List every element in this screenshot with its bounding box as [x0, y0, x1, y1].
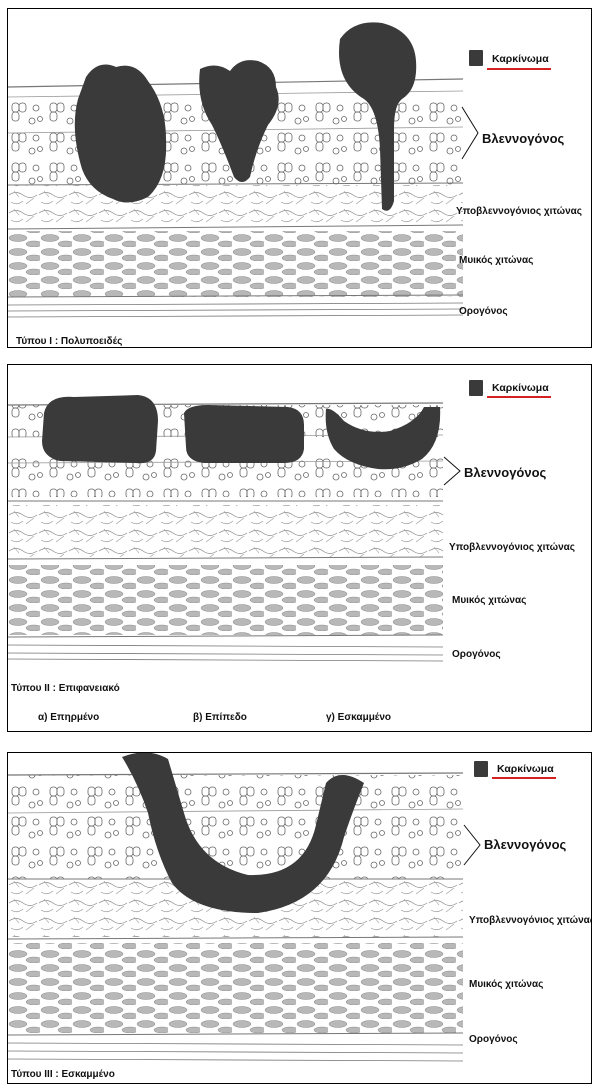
label-serosa: Ορογόνος	[469, 1034, 518, 1045]
panel-type-2: Καρκίνωμα Βλεννογόνος Υποβλεννογόνιος χι…	[7, 364, 592, 732]
subtype-flat: β) Επίπεδο	[193, 712, 247, 723]
legend-label: Καρκίνωμα	[492, 382, 549, 394]
carcinoma-swatch	[469, 50, 483, 66]
legend-label: Καρκίνωμα	[492, 53, 549, 65]
label-serosa: Ορογόνος	[452, 649, 501, 660]
label-mucosa: Βλεννογόνος	[484, 837, 566, 852]
legend-label: Καρκίνωμα	[497, 763, 554, 775]
legend-underline	[492, 777, 556, 779]
carcinoma-swatch	[474, 761, 488, 777]
legend-underline	[487, 68, 551, 70]
subtype-depressed: γ) Εσκαμμένο	[326, 712, 391, 723]
label-muscularis: Μυικός χιτώνας	[459, 255, 533, 266]
label-muscularis: Μυικός χιτώνας	[452, 595, 526, 606]
legend-underline	[487, 396, 551, 398]
panel-title: Τύπου I : Πολυποειδές	[16, 336, 122, 347]
label-mucosa: Βλεννογόνος	[464, 465, 546, 480]
panel-title: Τύπου II : Επιφανειακό	[11, 683, 120, 694]
panel-type-3: Καρκίνωμα Βλεννογόνος Υποβλεννογόνιος χι…	[7, 752, 592, 1084]
tumor-elevated	[42, 395, 158, 463]
panel-type-1: Καρκίνωμα Βλεννογόνος Υποβλεννογόνιος χι…	[7, 8, 592, 348]
label-submucosa: Υποβλεννογόνιος χιτώνας	[456, 206, 582, 217]
label-serosa: Ορογόνος	[459, 306, 508, 317]
panel-title: Τύπου III : Εσκαμμένο	[11, 1069, 115, 1080]
label-mucosa: Βλεννογόνος	[482, 131, 564, 146]
subtype-elevated: α) Επηρμένο	[38, 712, 99, 723]
label-muscularis: Μυικός χιτώνας	[469, 979, 543, 990]
label-submucosa: Υποβλεννογόνιος χιτώνας	[449, 542, 575, 553]
carcinoma-swatch	[469, 380, 483, 396]
label-submucosa: Υποβλεννογόνιος χιτώνας	[469, 915, 592, 926]
tumor-flat	[184, 405, 304, 463]
